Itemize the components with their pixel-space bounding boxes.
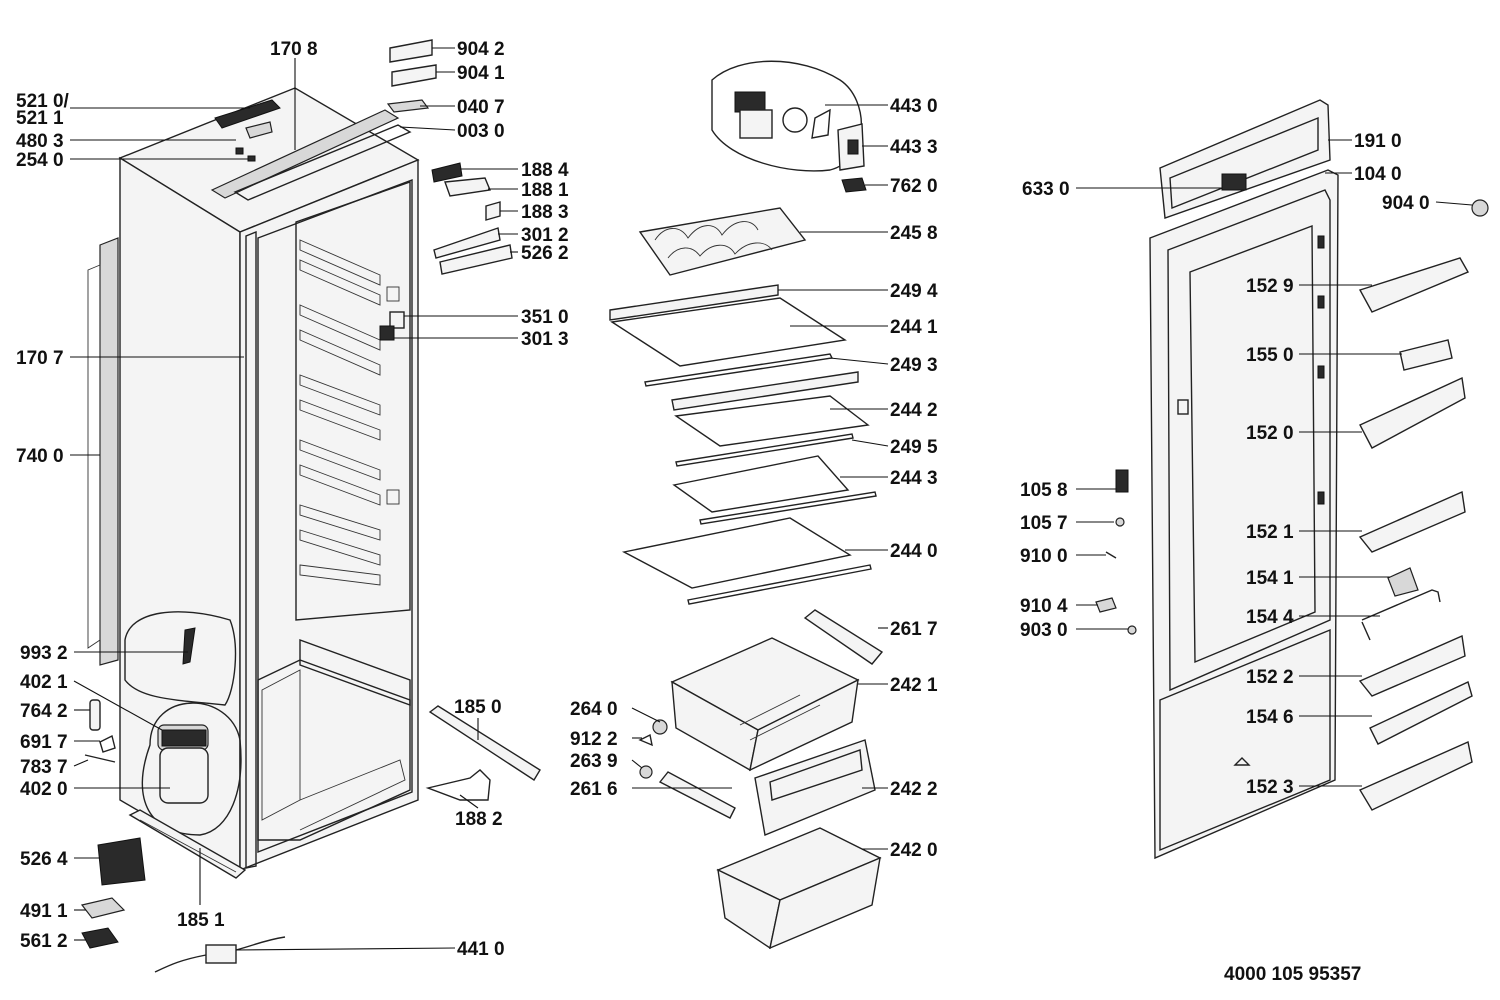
label-244-3: 244 3 [890,468,938,489]
label-152-2: 152 2 [1246,667,1294,688]
label-188-3: 188 3 [521,202,569,223]
label-152-3: 152 3 [1246,777,1294,798]
label-191-0: 191 0 [1354,131,1402,152]
label-904-0: 904 0 [1382,193,1430,214]
label-351-0: 351 0 [521,307,569,328]
label-261-6: 261 6 [570,779,618,800]
label-762-0: 762 0 [890,176,938,197]
label-402-0: 402 0 [20,779,68,800]
label-402-1: 402 1 [20,672,68,693]
label-152-9: 152 9 [1246,276,1294,297]
label-154-1: 154 1 [1246,568,1294,589]
label-244-2: 244 2 [890,400,938,421]
label-155-0: 155 0 [1246,345,1294,366]
label-526-2: 526 2 [521,243,569,264]
label-910-4: 910 4 [1020,596,1068,617]
label-521-0: 521 0/ [16,91,69,112]
label-188-4: 188 4 [521,160,569,181]
label-264-0: 264 0 [570,699,618,720]
label-904-1: 904 1 [457,63,505,84]
label-104-0: 104 0 [1354,164,1402,185]
leader-lines [70,47,1473,951]
label-249-3: 249 3 [890,355,938,376]
cabinet-drawing [87,87,420,872]
label-188-2: 188 2 [455,809,503,830]
label-170-8: 170 8 [270,39,318,60]
compressor-drawing [84,611,242,836]
door-bins-drawing [1358,199,1489,811]
label-521-1: 521 1 [16,108,64,129]
upper-hinge-parts [379,39,513,341]
label-491-1: 491 1 [20,901,68,922]
label-691-7: 691 7 [20,732,68,753]
label-443-3: 443 3 [890,137,938,158]
label-526-4: 526 4 [20,849,68,870]
label-993-2: 993 2 [20,643,68,664]
label-244-0: 244 0 [890,541,938,562]
bottom-left-parts [80,705,541,973]
label-154-6: 154 6 [1246,707,1294,728]
label-443-0: 443 0 [890,96,938,117]
label-040-7: 040 7 [457,97,505,118]
label-480-3: 480 3 [16,131,64,152]
label-188-1: 188 1 [521,180,569,201]
label-244-1: 244 1 [890,317,938,338]
label-261-7: 261 7 [890,619,938,640]
label-740-0: 740 0 [16,446,64,467]
label-242-0: 242 0 [890,840,938,861]
label-152-0: 152 0 [1246,423,1294,444]
label-904-2: 904 2 [457,39,505,60]
label-105-7: 105 7 [1020,513,1068,534]
label-441-0: 441 0 [457,939,505,960]
shelves-drawing [609,60,884,950]
label-154-4: 154 4 [1246,607,1294,628]
door-small-parts [1095,469,1137,635]
document-reference-number: 4000 105 95357 [1224,964,1362,985]
label-242-2: 242 2 [890,779,938,800]
label-633-0: 633 0 [1022,179,1070,200]
label-561-2: 561 2 [20,931,68,952]
label-301-3: 301 3 [521,329,569,350]
label-185-0: 185 0 [454,697,502,718]
label-105-8: 105 8 [1020,480,1068,501]
label-242-1: 242 1 [890,675,938,696]
label-152-1: 152 1 [1246,522,1294,543]
label-249-4: 249 4 [890,281,938,302]
label-910-0: 910 0 [1020,546,1068,567]
label-903-0: 903 0 [1020,620,1068,641]
label-170-7: 170 7 [16,348,64,369]
label-245-8: 245 8 [890,223,938,244]
label-783-7: 783 7 [20,757,68,778]
label-764-2: 764 2 [20,701,68,722]
label-912-2: 912 2 [570,729,618,750]
door-drawing [1149,99,1339,860]
label-263-9: 263 9 [570,751,618,772]
top-parts [214,99,281,162]
label-249-5: 249 5 [890,437,938,458]
label-301-2: 301 2 [521,225,569,246]
label-254-0: 254 0 [16,150,64,171]
label-185-1: 185 1 [177,910,225,931]
label-003-0: 003 0 [457,121,505,142]
